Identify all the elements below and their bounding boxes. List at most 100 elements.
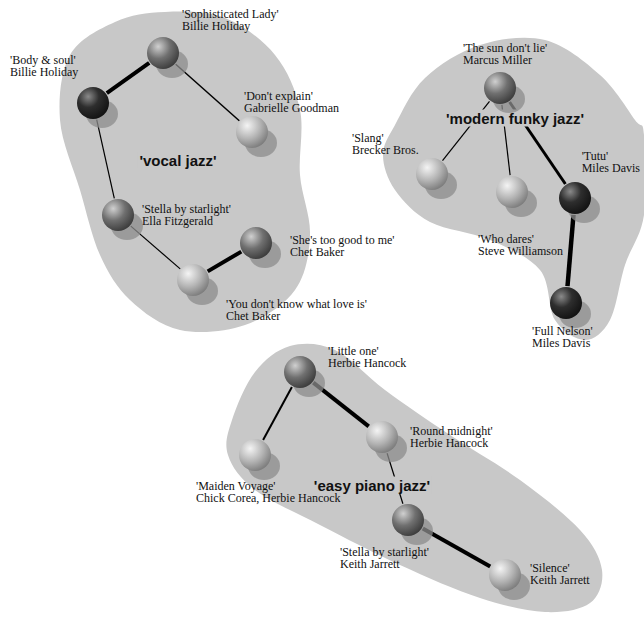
song-label-box: 'Silence'Keith Jarrett: [530, 562, 590, 586]
song-title: 'The sun don't lie': [463, 42, 547, 54]
cluster-label: 'easy piano jazz': [312, 477, 432, 494]
sphere-ball: [496, 176, 528, 208]
song-title: 'Sophisticated Lady': [182, 8, 279, 20]
song-title: 'Body & soul': [10, 54, 78, 66]
song-label-box: 'Who dares'Steve Williamson: [478, 233, 563, 257]
song-sphere: 'Stella by starlight'Ella Fitzgerald: [101, 198, 135, 232]
song-label-box: 'She's too good to me'Chet Baker: [290, 234, 394, 258]
sphere-picture: [76, 86, 110, 120]
sphere-ball: [489, 559, 521, 591]
artist-name: Chet Baker: [226, 310, 367, 322]
song-sphere: 'Full Nelson'Miles Davis: [549, 286, 583, 320]
song-sphere: 'You don't know what love is'Chet Baker: [176, 263, 210, 297]
artist-name: Ella Fitzgerald: [142, 215, 231, 227]
sphere-picture: [146, 36, 180, 70]
song-sphere: 'Round midnight'Herbie Hancock: [365, 420, 399, 454]
cluster-label: 'vocal jazz': [137, 152, 218, 169]
sphere-picture: [391, 503, 425, 537]
song-sphere: 'She's too good to me'Chet Baker: [239, 226, 273, 260]
sphere-picture: [176, 263, 210, 297]
song-label-box: 'Little one'Herbie Hancock: [328, 345, 406, 369]
artist-name: Marcus Miller: [463, 54, 547, 66]
cluster-shape: [383, 38, 644, 340]
song-sphere: 'Tutu'Miles Davis: [558, 181, 592, 215]
song-sphere: 'Little one'Herbie Hancock: [283, 355, 317, 389]
sphere-ball: [366, 421, 398, 453]
sphere-ball: [392, 504, 424, 536]
song-label-box: 'Maiden Voyage'Chick Corea, Herbie Hanco…: [196, 480, 341, 504]
song-sphere: 'Maiden Voyage'Chick Corea, Herbie Hanco…: [238, 438, 272, 472]
sphere-ball: [239, 439, 271, 471]
song-sphere: 'The sun don't lie'Marcus Miller: [483, 71, 517, 105]
song-label-box: 'The sun don't lie'Marcus Miller: [463, 42, 547, 66]
song-title: 'Stella by starlight': [142, 203, 231, 215]
cluster-label: 'modern funky jazz': [444, 110, 586, 127]
artist-name: Billie Holiday: [10, 66, 78, 78]
cluster-label-box: 'easy piano jazz': [312, 477, 432, 494]
artist-name: Miles Davis: [532, 337, 593, 349]
song-sphere: 'Silence'Keith Jarrett: [488, 558, 522, 592]
sphere-picture: [239, 226, 273, 260]
sphere-ball: [177, 264, 209, 296]
song-title: 'Stella by starlight': [340, 546, 429, 558]
song-title: 'Little one': [328, 345, 406, 357]
cluster-label-box: 'modern funky jazz': [444, 110, 586, 127]
artist-name: Herbie Hancock: [328, 357, 406, 369]
artist-name: Steve Williamson: [478, 245, 563, 257]
sphere-ball: [240, 227, 272, 259]
artist-name: Brecker Bros.: [352, 144, 419, 156]
sphere-ball: [77, 87, 109, 119]
sphere-ball: [102, 199, 134, 231]
sphere-ball: [559, 182, 591, 214]
genre-cluster: 'modern funky jazz' 'The sun don't lie'Ma…: [380, 35, 644, 345]
artist-name: Chet Baker: [290, 246, 394, 258]
song-title: 'Round midnight': [410, 425, 493, 437]
song-title: 'You don't know what love is': [226, 298, 367, 310]
artist-name: Keith Jarrett: [340, 558, 429, 570]
genre-cluster: 'easy piano jazz''Little one'Herbie Hanc…: [215, 340, 610, 618]
song-sphere: 'Slang'Brecker Bros.: [415, 157, 449, 191]
sphere-picture: [365, 420, 399, 454]
song-label-box: 'Don't explain'Gabrielle Goodman: [244, 90, 339, 114]
cluster-shape: [226, 344, 602, 612]
sphere-picture: [488, 558, 522, 592]
song-label-box: 'Slang'Brecker Bros.: [352, 132, 419, 156]
song-title: 'Don't explain': [244, 90, 339, 102]
song-sphere: 'Who dares'Steve Williamson: [495, 175, 529, 209]
sphere-picture: [483, 71, 517, 105]
cluster-label-box: 'vocal jazz': [137, 152, 218, 169]
sphere-picture: [235, 115, 269, 149]
song-title: 'Silence': [530, 562, 590, 574]
cluster-shape: [60, 12, 311, 332]
sphere-ball: [147, 37, 179, 69]
artist-name: Miles Davis: [582, 162, 640, 174]
sphere-picture: [283, 355, 317, 389]
song-sphere: 'Body & soul'Billie Holiday: [76, 86, 110, 120]
artist-name: Herbie Hancock: [410, 437, 493, 449]
artist-name: Keith Jarrett: [530, 574, 590, 586]
sphere-picture: [101, 198, 135, 232]
sphere-picture: [549, 286, 583, 320]
artist-name: Gabrielle Goodman: [244, 102, 339, 114]
song-label-box: 'Stella by starlight'Ella Fitzgerald: [142, 203, 231, 227]
sphere-picture: [238, 438, 272, 472]
artist-name: Chick Corea, Herbie Hancock: [196, 492, 341, 504]
song-sphere: 'Stella by starlight'Keith Jarrett: [391, 503, 425, 537]
song-label-box: 'Tutu'Miles Davis: [582, 150, 640, 174]
song-label-box: 'You don't know what love is'Chet Baker: [226, 298, 367, 322]
sphere-ball: [484, 72, 516, 104]
song-title: 'Full Nelson': [532, 325, 593, 337]
sphere-ball: [550, 287, 582, 319]
sphere-picture: [415, 157, 449, 191]
song-title: 'Slang': [352, 132, 419, 144]
song-label-box: 'Full Nelson'Miles Davis: [532, 325, 593, 349]
genre-cluster: 'vocal jazz' 'Sophisticated Lady'Billie H…: [50, 5, 320, 340]
song-title: 'Who dares': [478, 233, 563, 245]
song-title: 'Maiden Voyage': [196, 480, 341, 492]
song-title: 'She's too good to me': [290, 234, 394, 246]
song-label-box: 'Body & soul'Billie Holiday: [10, 54, 78, 78]
sphere-ball: [416, 158, 448, 190]
sphere-ball: [284, 356, 316, 388]
artist-name: Billie Holiday: [182, 20, 279, 32]
